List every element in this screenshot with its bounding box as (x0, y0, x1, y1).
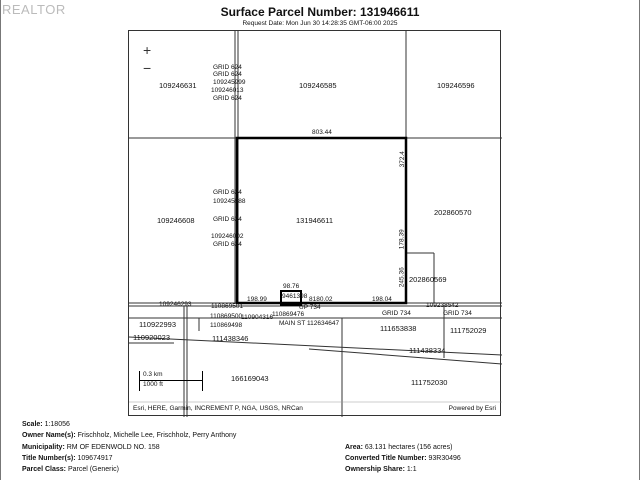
grid-label: GRID 734 (443, 310, 472, 317)
parcel-label: 111752029 (450, 326, 487, 335)
parcel-label: 111438334 (409, 346, 446, 355)
dimension-label: 198.99 (247, 296, 267, 303)
dimension-label: 98.76 (283, 283, 300, 290)
grid-label: GRID 624 (213, 216, 242, 223)
parcel-label: 202860569 (409, 275, 447, 284)
parcel-label: 110904316 (241, 314, 274, 321)
parcel-lines (129, 31, 502, 417)
parcel-label: 109246608 (157, 216, 195, 225)
parcel-label: 110869498 (210, 322, 243, 329)
info-converted-title: Converted Title Number: 93R30496 (345, 455, 461, 462)
parcel-label: 202860570 (434, 208, 472, 217)
subject-parcel-boundary (235, 136, 408, 305)
grid-label: UP 734 (299, 304, 321, 311)
dimension-label: 8180.02 (309, 296, 333, 303)
parcel-label: 111438346 (212, 334, 249, 343)
grid-label: 109246002 (211, 233, 244, 240)
scale-ft: 1000 ft (143, 381, 163, 388)
grid-label: 109245988 (213, 198, 246, 205)
grid-label: GRID 624 (213, 241, 242, 248)
street-label: MAIN ST 112634647 (279, 320, 340, 327)
zoom-in-button[interactable]: + (143, 42, 152, 58)
parcel-label: 109246596 (437, 81, 475, 90)
info-owner: Owner Name(s): Frischholz, Michelle Lee,… (22, 432, 237, 439)
parcel-label: 110869476 (272, 311, 305, 318)
zoom-out-button[interactable]: − (143, 60, 152, 76)
grid-label: 109246013 (211, 87, 244, 94)
parcel-label: 110869501 (211, 303, 244, 310)
info-parcel-class: Parcel Class: Parcel (Generic) (22, 466, 119, 473)
subject-parcel-label: 131946611 (296, 216, 333, 225)
info-municipality: Municipality: RM OF EDENWOLD NO. 158 (22, 444, 160, 451)
dimension-label: 198.04 (372, 296, 392, 303)
info-scale: Scale: 1:18056 (22, 421, 70, 428)
dimension-label: 372.4 (398, 151, 406, 168)
grid-label: GRID 624 (213, 64, 242, 71)
dimension-label: 178.39 (398, 229, 406, 250)
realtor-logo: REALTOR (2, 2, 66, 17)
grid-label: 109245999 (213, 79, 246, 86)
info-title-number: Title Number(s): 109674917 (22, 455, 113, 462)
grid-label: GRID 624 (213, 189, 242, 196)
parcel-label: 109246631 (159, 81, 197, 90)
info-area: Area: 63.131 hectares (156 acres) (345, 444, 453, 451)
parcel-label: 9461398 (282, 293, 308, 300)
parcel-label: 110922993 (139, 320, 176, 329)
scale-bar: 0.3 km 1000 ft (139, 371, 203, 391)
dimension-label: 245.36 (398, 267, 406, 288)
parcel-label: 109238542 (426, 302, 459, 309)
scale-km: 0.3 km (143, 371, 163, 378)
request-date: Request Date: Mon Jun 30 14:28:35 GMT-06… (242, 20, 398, 27)
map-attribution: Esri, HERE, Garmin, INCREMENT P, NGA, US… (133, 405, 303, 412)
powered-by-esri[interactable]: Powered by Esri (448, 405, 496, 412)
page-title: Surface Parcel Number: 131946611 (220, 5, 420, 19)
grid-label: GRID 624 (213, 95, 242, 102)
parcel-label: 109246293 (159, 301, 192, 308)
parcel-label: 111653838 (380, 324, 417, 333)
parcel-label: 166169043 (231, 374, 269, 383)
parcel-label: 111752030 (411, 378, 448, 387)
dimension-label: 803.44 (312, 129, 332, 136)
parcel-map[interactable]: + − 109246631 109246585 109246596 109246… (128, 30, 502, 417)
parcel-label: 110869500 (210, 313, 243, 320)
parcel-label: 110920023 (133, 333, 170, 342)
grid-label: GRID 624 (213, 71, 242, 78)
page-border-left (0, 0, 1, 480)
grid-label: GRID 734 (382, 310, 411, 317)
parcel-label: 109246585 (299, 81, 337, 90)
info-ownership-share: Ownership Share: 1:1 (345, 466, 417, 473)
